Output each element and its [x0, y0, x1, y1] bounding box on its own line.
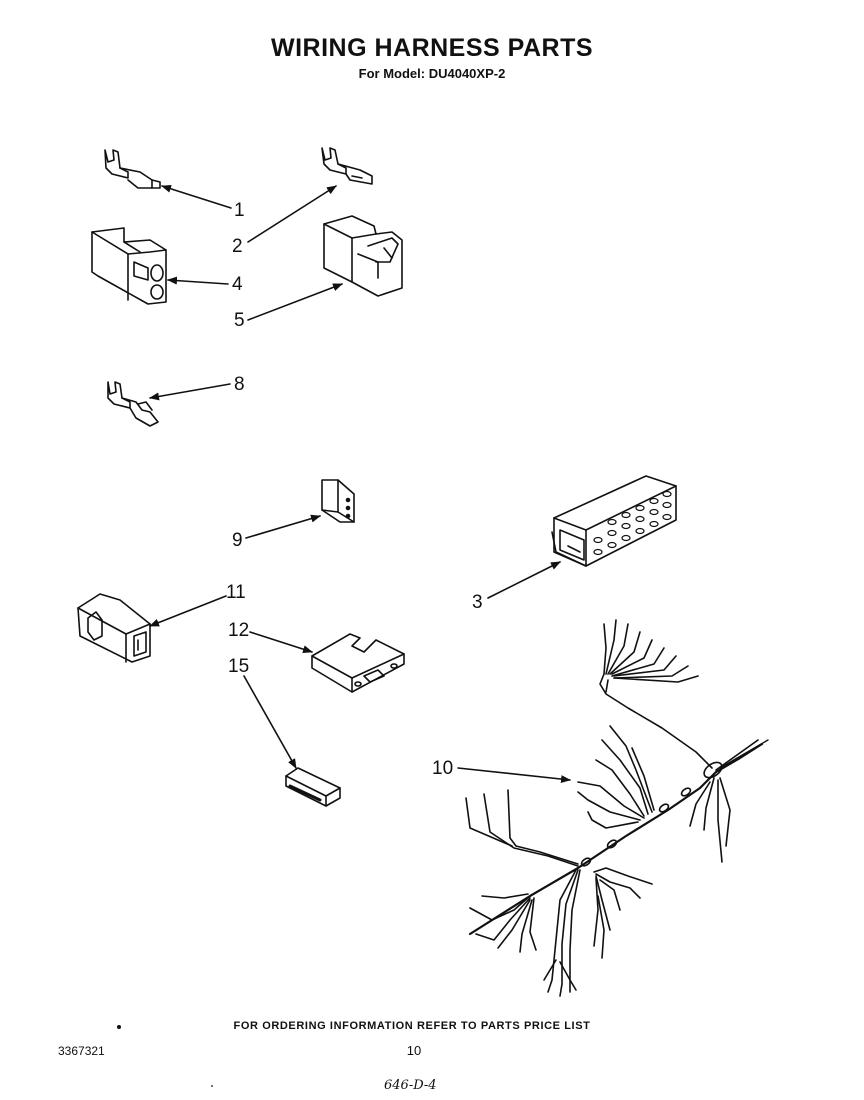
part-4-connector-icon	[91, 227, 167, 305]
page-title: WIRING HARNESS PARTS	[270, 34, 594, 62]
callout-8: 8	[234, 374, 245, 395]
leader-10	[457, 767, 571, 784]
part-15-clip-icon	[285, 767, 341, 807]
leader-3	[487, 561, 561, 599]
bullet-dot	[117, 1025, 121, 1029]
model-subtitle: For Model: DU4040XP-2	[358, 66, 506, 81]
ordering-note: FOR ORDERING INFORMATION REFER TO PARTS …	[233, 1020, 591, 1032]
callout-2: 2	[232, 236, 243, 257]
leader-1	[161, 184, 232, 209]
part-9-block-icon	[321, 479, 355, 523]
leader-8	[149, 383, 231, 401]
handwritten-code: 646-D-4	[384, 1078, 437, 1093]
part-10-wire-harness-icon	[465, 619, 769, 997]
speck-dot	[211, 1085, 213, 1087]
part-1-terminal-icon	[104, 149, 161, 189]
callout-3: 3	[472, 592, 483, 613]
part-3-terminal-block-icon	[551, 475, 677, 567]
leader-4	[167, 276, 229, 285]
part-2-terminal-icon	[321, 147, 373, 185]
leader-2	[247, 185, 337, 243]
page-number: 10	[406, 1043, 422, 1058]
callout-1: 1	[234, 200, 245, 221]
part-11-connector-icon	[77, 593, 151, 663]
callout-5: 5	[234, 310, 245, 331]
part-8-terminal-icon	[107, 381, 159, 427]
part-5-connector-icon	[323, 215, 403, 297]
leader-11	[149, 595, 227, 627]
callout-9: 9	[232, 530, 243, 551]
leader-5	[247, 283, 343, 321]
callout-12: 12	[228, 620, 249, 641]
leader-9	[245, 514, 321, 539]
document-number: 3367321	[58, 1044, 105, 1058]
callout-10: 10	[432, 758, 453, 779]
part-12-connector-icon	[311, 633, 405, 693]
callout-11: 11	[226, 582, 246, 603]
leader-15	[243, 675, 297, 769]
leader-12	[249, 631, 313, 654]
callout-4: 4	[232, 274, 243, 295]
callout-15: 15	[228, 656, 249, 677]
leader-lines	[149, 184, 571, 784]
